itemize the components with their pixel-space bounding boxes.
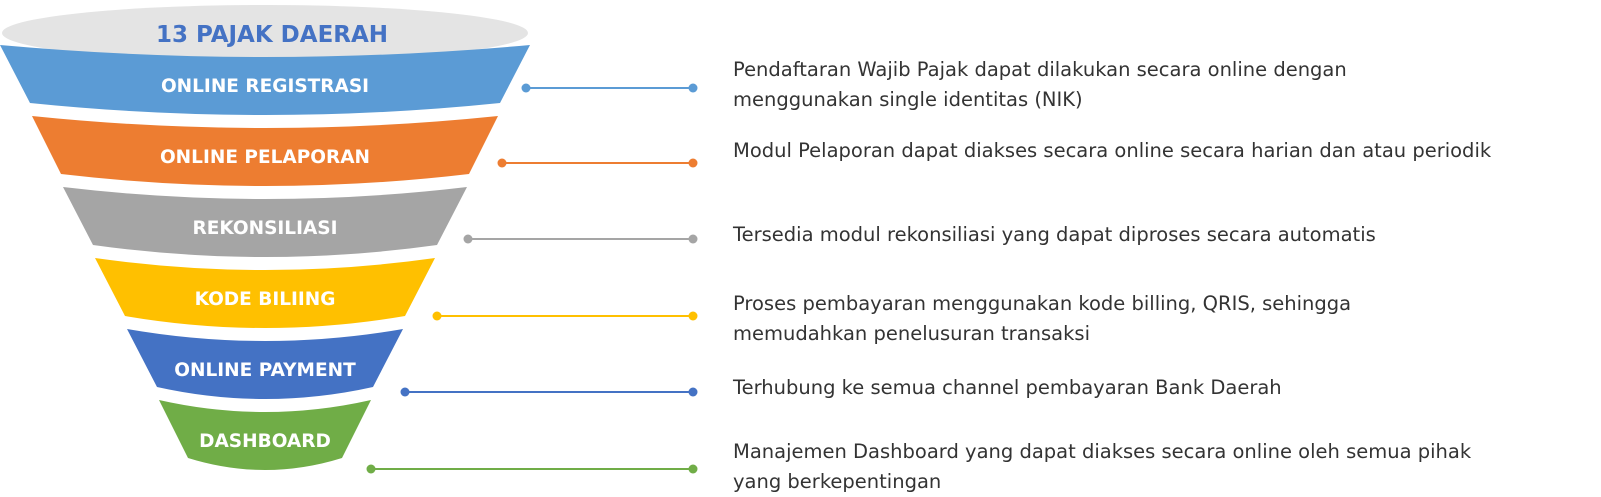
- connector-dot: [688, 464, 698, 474]
- funnel-stage-label: ONLINE REGISTRASI: [161, 76, 369, 97]
- connector-dot: [688, 311, 698, 321]
- stage-description: Pendaftaran Wajib Pajak dapat dilakukan …: [733, 58, 1347, 111]
- funnel-stage-label: ONLINE PELAPORAN: [160, 147, 370, 168]
- stage-description: Terhubung ke semua channel pembayaran Ba…: [733, 376, 1282, 399]
- stage-description: Proses pembayaran menggunakan kode billi…: [733, 292, 1352, 345]
- funnel-stage-label: REKONSILIASI: [192, 218, 337, 239]
- connector-dot: [688, 387, 698, 397]
- connector-dot: [432, 311, 442, 321]
- funnel-stage-band: [95, 258, 435, 328]
- connector-dot: [463, 234, 473, 244]
- stage-description: Tersedia modul rekonsiliasi yang dapat d…: [733, 223, 1376, 246]
- funnel-stage-band: [63, 187, 467, 257]
- connector-dot: [688, 158, 698, 168]
- stage-description: Manajemen Dashboard yang dapat diakses s…: [733, 440, 1472, 493]
- funnel-stage-band: [32, 116, 498, 186]
- funnel-stage-label: KODE BILIING: [195, 289, 336, 310]
- funnel-stage-band: [159, 400, 371, 470]
- connector-dot: [688, 234, 698, 244]
- stage-description: Modul Pelaporan dapat diakses secara onl…: [733, 139, 1492, 162]
- funnel-stage-band: [0, 45, 530, 115]
- funnel-stage-label: ONLINE PAYMENT: [174, 360, 356, 381]
- connector-dot: [521, 83, 531, 93]
- connector-dot: [497, 158, 507, 168]
- funnel-title: 13 PAJAK DAERAH: [156, 22, 388, 48]
- connector-dot: [400, 387, 410, 397]
- funnel-stage-label: DASHBOARD: [199, 431, 331, 452]
- connector-dot: [366, 464, 376, 474]
- funnel-rim: [2, 5, 528, 61]
- connector-dot: [688, 83, 698, 93]
- funnel-stage-band: [127, 329, 403, 399]
